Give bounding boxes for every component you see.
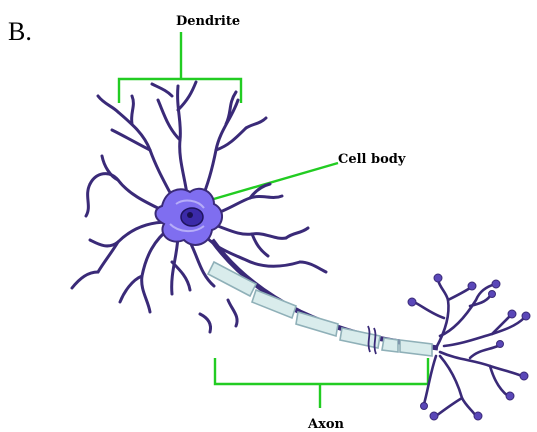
axon-bracket [215, 358, 428, 408]
cell-body [156, 189, 223, 245]
cell-body-label: Cell body [338, 152, 406, 167]
myelin-sheath [208, 262, 432, 356]
dendrite-bracket [119, 32, 241, 103]
nucleolus [187, 212, 193, 218]
axon-label: Axon [307, 417, 345, 432]
dendrite-label: Dendrite [176, 14, 240, 29]
panel-label: B. [8, 17, 32, 46]
